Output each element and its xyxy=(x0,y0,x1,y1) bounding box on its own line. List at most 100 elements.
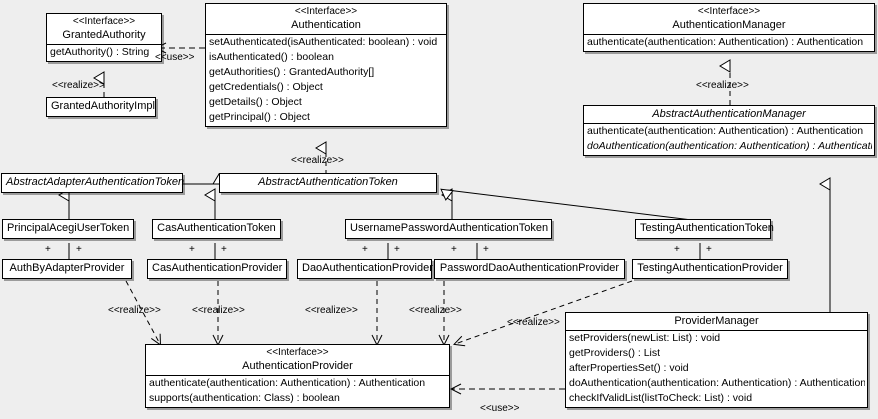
multiplicity-userpass-token-dao-end: + xyxy=(362,244,368,255)
operation: doAuthentication(authentication: Authent… xyxy=(587,140,872,152)
operation: getCredentials() : Object xyxy=(209,81,323,93)
edge-label-realize-dao-provider: <<realize>> xyxy=(305,305,358,316)
operation: setProviders(newList: List) : void xyxy=(569,332,721,344)
class-header: AbstractAdapterAuthenticationToken xyxy=(2,174,185,192)
operation: authenticate(authentication: Authenticat… xyxy=(149,377,426,389)
class-testing-authentication-provider[interactable]: TestingAuthenticationProvider xyxy=(632,259,788,279)
class-name: CasAuthenticationToken xyxy=(157,222,276,234)
class-header: TestingAuthenticationProvider xyxy=(633,260,787,278)
class-name: TestingAuthenticationToken xyxy=(640,222,774,234)
class-name: PrincipalAcegiUserToken xyxy=(7,222,130,234)
operation: authenticate(authentication: Authenticat… xyxy=(587,125,864,137)
class-name: GrantedAuthorityImpl xyxy=(51,100,155,112)
class-stereotype: <<Interface>> xyxy=(72,16,136,27)
class-header: DaoAuthenticationProvider xyxy=(298,260,433,278)
class-header: ProviderManager xyxy=(566,313,867,330)
class-authentication[interactable]: <<Interface>> Authentication setAuthenti… xyxy=(205,3,447,127)
class-dao-authentication-provider[interactable]: DaoAuthenticationProvider xyxy=(297,259,433,279)
class-name: PasswordDaoAuthenticationProvider xyxy=(439,262,620,274)
class-name: CasAuthenticationProvider xyxy=(152,262,283,274)
operation: getAuthorities() : GrantedAuthority[] xyxy=(209,66,375,78)
class-name: AuthenticationManager xyxy=(672,19,786,31)
edge-generalize-abstract-token-testing xyxy=(440,188,701,222)
class-operations: setAuthenticated(isAuthenticated: boolea… xyxy=(206,34,446,126)
class-name: AuthenticationProvider xyxy=(242,360,353,372)
edge-label-realize-cas-provider: <<realize>> xyxy=(192,305,245,316)
multiplicity-cas-provider-end: + xyxy=(221,244,227,255)
class-provider-manager[interactable]: ProviderManager setProviders(newList: Li… xyxy=(565,312,868,408)
multiplicity-testing-provider-end: + xyxy=(706,244,712,255)
class-cas-authentication-token[interactable]: CasAuthenticationToken xyxy=(152,219,281,239)
class-authentication-manager[interactable]: <<Interface>> AuthenticationManager auth… xyxy=(583,3,875,52)
class-header: <<Interface>> Authentication xyxy=(206,4,446,34)
class-header: <<Interface>> AuthenticationManager xyxy=(584,4,874,34)
edge-label-realize-auth-by-adapter: <<realize>> xyxy=(108,305,161,316)
multiplicity-authbyadapter-end: + xyxy=(76,244,82,255)
class-auth-by-adapter-provider[interactable]: AuthByAdapterProvider xyxy=(2,259,132,279)
operation: supports(authentication: Class) : boolea… xyxy=(149,392,340,404)
operation: setAuthenticated(isAuthenticated: boolea… xyxy=(209,36,438,48)
class-header: <<Interface>> GrantedAuthority xyxy=(47,14,161,44)
class-username-password-authentication-token[interactable]: UsernamePasswordAuthenticationToken xyxy=(345,219,552,239)
class-cas-authentication-provider[interactable]: CasAuthenticationProvider xyxy=(147,259,287,279)
class-operations: authenticate(authentication: Authenticat… xyxy=(584,123,874,155)
class-operations: getAuthority() : String xyxy=(47,44,161,61)
operation: checkIfValidList(listToCheck: List) : vo… xyxy=(569,392,753,404)
class-abstract-adapter-authentication-token[interactable]: AbstractAdapterAuthenticationToken xyxy=(1,173,185,193)
multiplicity-userpass-token-passworddao-end: + xyxy=(451,244,457,255)
class-header: TestingAuthenticationToken xyxy=(636,220,774,238)
edge-label-use-granted-authority: <<use>> xyxy=(155,52,195,63)
class-header: AbstractAuthenticationToken xyxy=(220,174,436,192)
class-authentication-provider[interactable]: <<Interface>> AuthenticationProvider aut… xyxy=(145,344,450,408)
class-stereotype: <<Interface>> xyxy=(266,347,329,358)
class-header: <<Interface>> AuthenticationProvider xyxy=(146,345,449,375)
class-name: UsernamePasswordAuthenticationToken xyxy=(350,222,549,234)
edge-label-realize-granted-authority-impl: <<realize>> xyxy=(52,80,105,91)
class-testing-authentication-token[interactable]: TestingAuthenticationToken xyxy=(635,219,774,239)
class-name: DaoAuthenticationProvider xyxy=(302,262,433,274)
class-header: UsernamePasswordAuthenticationToken xyxy=(346,220,551,238)
class-granted-authority[interactable]: <<Interface>> GrantedAuthority getAuthor… xyxy=(46,13,162,62)
class-granted-authority-impl[interactable]: GrantedAuthorityImpl xyxy=(46,97,156,117)
class-name: ProviderManager xyxy=(674,315,759,327)
class-name: AbstractAuthenticationToken xyxy=(258,176,398,188)
class-operations: authenticate(authentication: Authenticat… xyxy=(146,375,449,407)
operation: getDetails() : Object xyxy=(209,96,302,108)
class-abstract-authentication-manager[interactable]: AbstractAuthenticationManager authentica… xyxy=(583,105,875,156)
class-header: PasswordDaoAuthenticationProvider xyxy=(435,260,624,278)
multiplicity-dao-provider-end: + xyxy=(394,244,400,255)
operation: afterPropertiesSet() : void xyxy=(569,362,689,374)
class-stereotype: <<Interface>> xyxy=(697,6,761,17)
class-abstract-authentication-token[interactable]: AbstractAuthenticationToken xyxy=(219,173,437,193)
class-name: Authentication xyxy=(291,19,361,31)
operation: getAuthority() : String xyxy=(50,46,150,58)
class-header: AbstractAuthenticationManager xyxy=(584,106,874,123)
class-operations: setProviders(newList: List) : void getPr… xyxy=(566,330,867,407)
edge-label-realize-provider-manager: <<realize>> xyxy=(507,317,560,328)
multiplicity-passworddao-provider-end: + xyxy=(483,244,489,255)
class-operations: authenticate(authentication: Authenticat… xyxy=(584,34,874,51)
operation: getProviders() : List xyxy=(569,347,661,359)
class-header: PrincipalAcegiUserToken xyxy=(3,220,133,238)
operation: authenticate(authentication: Authenticat… xyxy=(587,36,864,48)
edge-label-use-provider-manager: <<use>> xyxy=(480,403,520,414)
edge-label-realize-password-dao-provider: <<realize>> xyxy=(409,305,462,316)
class-stereotype: <<Interface>> xyxy=(294,6,358,17)
class-name: AbstractAdapterAuthenticationToken xyxy=(6,176,185,188)
multiplicity-principal-token-end: + xyxy=(45,244,51,255)
class-header: GrantedAuthorityImpl xyxy=(47,98,155,116)
edge-label-realize-authentication-manager: <<realize>> xyxy=(696,80,749,91)
class-name: AuthByAdapterProvider xyxy=(9,262,125,274)
operation: doAuthentication(authentication: Authent… xyxy=(569,377,865,389)
class-principal-acegi-user-token[interactable]: PrincipalAcegiUserToken xyxy=(2,219,134,239)
operation: getPrincipal() : Object xyxy=(209,111,310,123)
edge-label-realize-authentication: <<realize>> xyxy=(291,155,344,166)
multiplicity-cas-token-end: + xyxy=(189,244,195,255)
class-header: CasAuthenticationToken xyxy=(153,220,280,238)
class-header: CasAuthenticationProvider xyxy=(148,260,286,278)
class-name: GrantedAuthority xyxy=(62,29,146,41)
class-password-dao-authentication-provider[interactable]: PasswordDaoAuthenticationProvider xyxy=(434,259,625,279)
class-name: AbstractAuthenticationManager xyxy=(652,108,806,120)
multiplicity-testing-token-end: + xyxy=(674,244,680,255)
